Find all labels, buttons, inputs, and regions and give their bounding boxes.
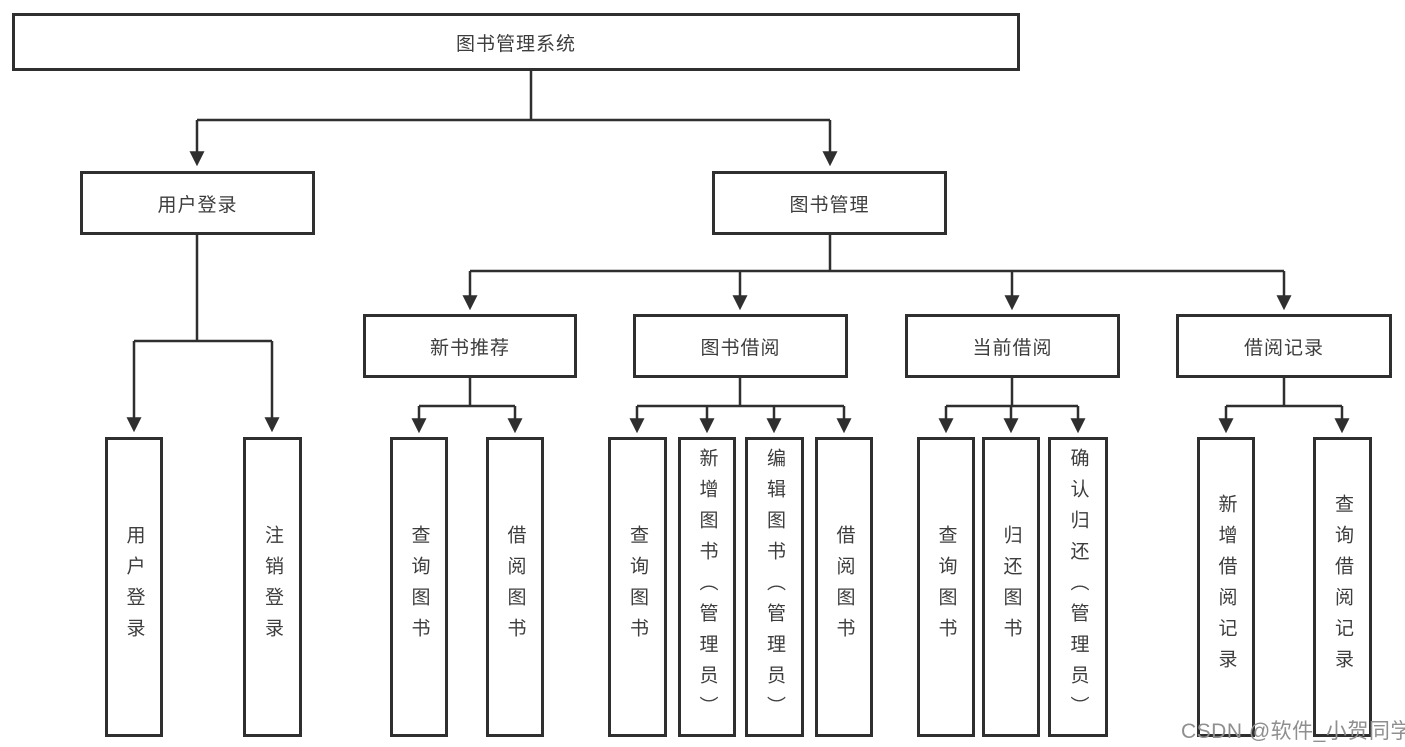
leaf-label: 查询图书 xyxy=(935,525,957,649)
leaf-borrow-books-2: 借阅图书 xyxy=(815,437,873,737)
node-book-borrowing: 图书借阅 xyxy=(633,314,848,378)
leaf-label: 注销登录 xyxy=(262,525,283,649)
node-label: 图书管理 xyxy=(789,194,870,216)
node-new-book-recommendation: 新书推荐 xyxy=(363,314,577,378)
leaf-label: 查询图书 xyxy=(408,525,430,649)
node-label: 借阅记录 xyxy=(1243,337,1324,359)
node-borrowing-records: 借阅记录 xyxy=(1176,314,1392,378)
leaf-return-book: 归还图书 xyxy=(982,437,1040,737)
leaf-label: 新增借阅记录 xyxy=(1215,494,1237,680)
leaf-label: 确认归还（管理员） xyxy=(1067,447,1089,727)
node-label: 新书推荐 xyxy=(429,337,510,359)
node-label: 用户登录 xyxy=(157,194,238,216)
leaf-label: 借阅图书 xyxy=(504,525,526,649)
leaf-logout: 注销登录 xyxy=(243,437,302,737)
node-current-borrowing: 当前借阅 xyxy=(905,314,1120,378)
leaf-add-borrow-record: 新增借阅记录 xyxy=(1197,437,1255,737)
leaf-query-books-1: 查询图书 xyxy=(390,437,448,737)
leaf-add-book-admin: 新增图书（管理员） xyxy=(678,437,736,737)
node-label: 图书借阅 xyxy=(700,337,781,359)
node-library-management-system: 图书管理系统 xyxy=(12,13,1020,71)
leaf-label: 查询图书 xyxy=(627,525,648,649)
leaf-label: 借阅图书 xyxy=(833,525,855,649)
leaf-user-login: 用户登录 xyxy=(105,437,163,737)
node-user-login: 用户登录 xyxy=(80,171,315,235)
leaf-label: 归还图书 xyxy=(1000,525,1022,649)
leaf-query-borrow-record: 查询借阅记录 xyxy=(1313,437,1372,737)
leaf-edit-book-admin: 编辑图书（管理员） xyxy=(745,437,804,737)
leaf-label: 用户登录 xyxy=(123,525,145,649)
leaf-label: 编辑图书（管理员） xyxy=(764,447,785,727)
leaf-label: 查询借阅记录 xyxy=(1332,494,1353,680)
leaf-label: 新增图书（管理员） xyxy=(696,447,718,727)
leaf-confirm-return-admin: 确认归还（管理员） xyxy=(1048,437,1108,737)
leaf-query-books-2: 查询图书 xyxy=(608,437,667,737)
leaf-query-books-3: 查询图书 xyxy=(917,437,975,737)
node-label: 图书管理系统 xyxy=(455,33,576,55)
node-label: 当前借阅 xyxy=(972,337,1053,359)
leaf-borrow-books-1: 借阅图书 xyxy=(486,437,544,737)
node-book-management: 图书管理 xyxy=(712,171,947,235)
watermark-text: CSDN @软件_小贺同学 xyxy=(1181,720,1405,743)
